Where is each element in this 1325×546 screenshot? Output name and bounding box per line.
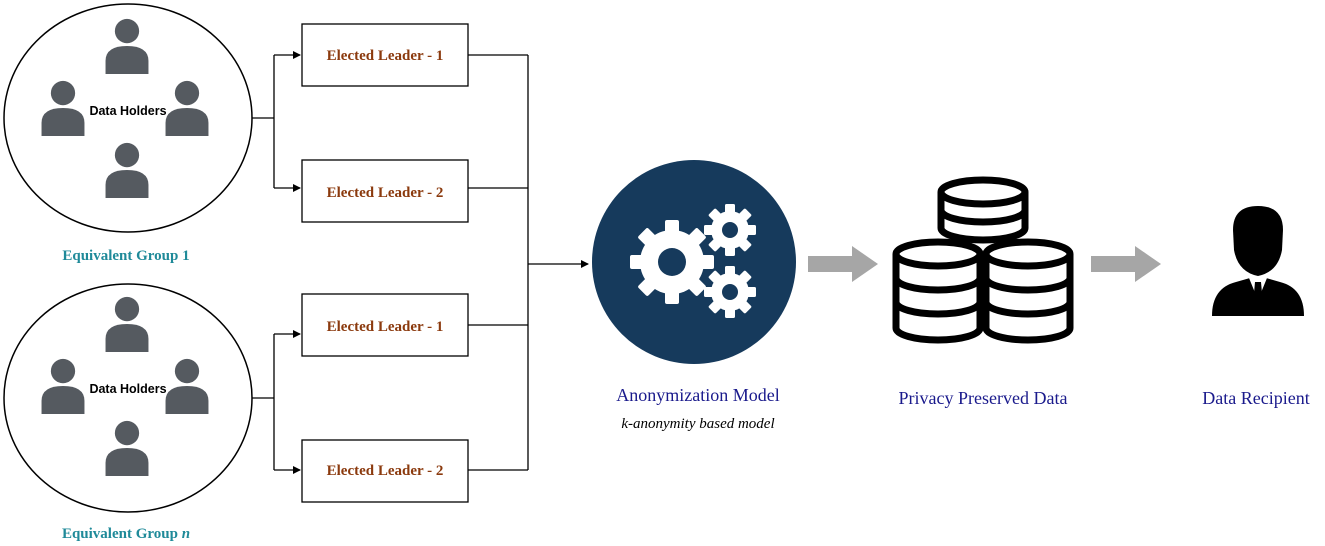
anonymization-model: Anonymization Model k-anonymity based mo… bbox=[592, 160, 796, 432]
data-holders-label: Data Holders bbox=[89, 104, 166, 118]
database-icon bbox=[937, 176, 1029, 244]
gray-arrow-icon bbox=[1091, 246, 1161, 282]
data-holders-label: Data Holders bbox=[89, 382, 166, 396]
group-label: Equivalent Group 1 bbox=[62, 248, 189, 264]
group-label: Equivalent Group n bbox=[62, 526, 190, 542]
database-icon bbox=[982, 238, 1074, 344]
leader-box bbox=[301, 23, 469, 87]
leader-label: Elected Leader - 2 bbox=[327, 463, 444, 479]
database-stack-icon bbox=[892, 176, 1074, 344]
model-subtitle: k-anonymity based model bbox=[621, 416, 774, 432]
leader-label: Elected Leader - 2 bbox=[327, 185, 444, 201]
database-icon bbox=[892, 238, 984, 344]
model-title: Anonymization Model bbox=[616, 385, 779, 405]
recipient-title: Data Recipient bbox=[1202, 388, 1309, 408]
leader-label: Elected Leader - 1 bbox=[327, 319, 444, 335]
leader-box bbox=[301, 439, 469, 503]
privacy-title: Privacy Preserved Data bbox=[899, 388, 1068, 408]
equivalent-group-1: Data Holders Equivalent Group 1 Elected … bbox=[3, 3, 469, 264]
businessman-icon bbox=[1212, 206, 1304, 316]
leader-box bbox=[301, 293, 469, 357]
leader-box bbox=[301, 159, 469, 223]
gray-arrow-icon bbox=[808, 246, 878, 282]
equivalent-group-n: Data Holders Equivalent Group n Elected … bbox=[3, 283, 469, 542]
gears-icon bbox=[630, 204, 756, 318]
leader-label: Elected Leader - 1 bbox=[327, 48, 444, 64]
leader-connectors bbox=[468, 54, 589, 471]
